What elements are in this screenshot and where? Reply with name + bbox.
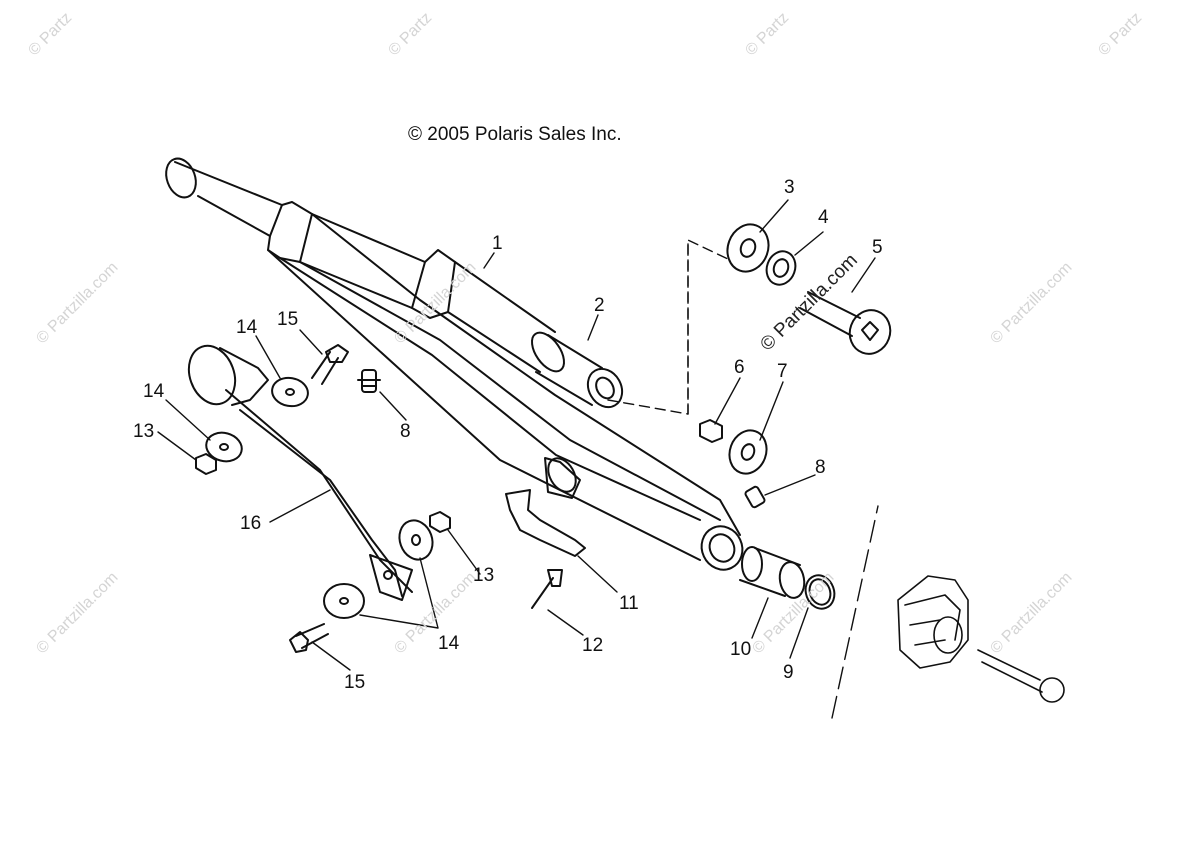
callout-6: 6 <box>734 357 745 378</box>
callout-3: 3 <box>784 177 795 198</box>
bolt-part-5 <box>799 291 892 355</box>
callout-14-lower: 14 <box>438 633 460 654</box>
callout-11: 11 <box>619 593 639 614</box>
washer-part-4 <box>765 250 797 286</box>
link-arm-part-16 <box>187 344 413 601</box>
washer-part-14-b <box>205 431 243 463</box>
callout-8-upper: 8 <box>400 421 411 442</box>
callout-16: 16 <box>240 513 262 534</box>
callout-2: 2 <box>594 295 605 316</box>
copyright-notice: © 2005 Polaris Sales Inc. <box>408 124 622 145</box>
swing-arm-body <box>267 213 744 571</box>
washer-part-3 <box>726 223 770 273</box>
callout-9: 9 <box>783 662 794 683</box>
nut-part-13-a <box>195 453 217 475</box>
callout-13-mid: 13 <box>473 565 495 586</box>
callout-10: 10 <box>730 639 752 660</box>
nut-part-6 <box>699 419 723 443</box>
callout-4: 4 <box>818 207 829 228</box>
o-ring-part-9 <box>804 574 836 610</box>
callout-14-left: 14 <box>143 381 165 402</box>
bolt-part-15-b <box>289 623 329 653</box>
bolt-part-15-a <box>311 344 349 385</box>
bracket-part-11 <box>505 489 586 557</box>
grease-fittings-part-8 <box>357 369 766 509</box>
rivet-part-12 <box>531 569 563 609</box>
washer-part-14-d <box>323 583 365 619</box>
callout-13-left: 13 <box>133 421 155 442</box>
callout-14-upper: 14 <box>236 317 258 338</box>
washer-part-7 <box>728 429 768 475</box>
callout-15-upper: 15 <box>277 309 299 330</box>
pivot-housing <box>897 575 1065 703</box>
callout-5: 5 <box>872 237 883 258</box>
washer-part-14-c <box>398 519 434 561</box>
callout-1: 1 <box>492 233 503 254</box>
callout-8-right: 8 <box>815 457 826 478</box>
bushing-part-2 <box>535 334 624 409</box>
washer-part-14-a <box>271 376 309 408</box>
bushing-part-10 <box>739 546 806 599</box>
main-tube-part-1 <box>165 157 565 373</box>
nut-part-13-b <box>429 511 451 533</box>
callout-7: 7 <box>777 361 788 382</box>
callout-12: 12 <box>582 635 604 656</box>
leader-lines <box>157 199 879 719</box>
callout-15-lower: 15 <box>344 672 366 693</box>
